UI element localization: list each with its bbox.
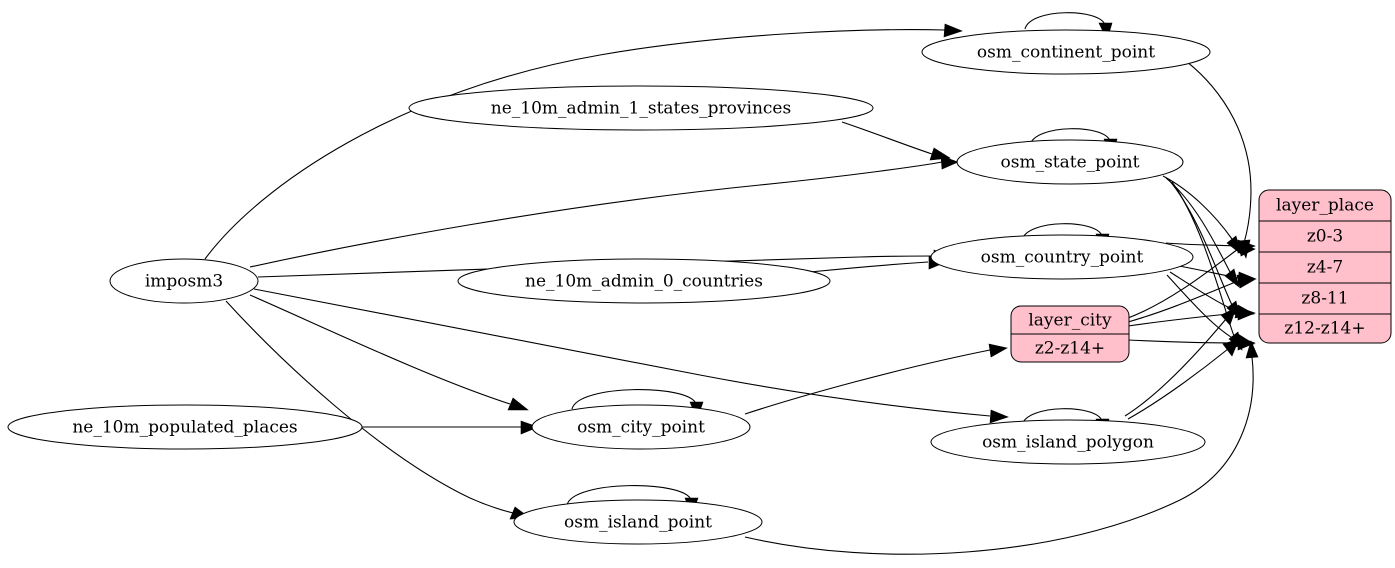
node-imposm3-label: imposm3	[145, 272, 223, 292]
edge-self-loop-osm-state-point	[1029, 128, 1111, 146]
node-osm-state-point[interactable]: osm_state_point	[956, 139, 1184, 185]
node-osm-state-point-shape[interactable]	[956, 139, 1184, 185]
arrowhead-ne-populated-to-osm-city-point	[520, 420, 539, 435]
node-osm-island-point-label: osm_island_point	[564, 513, 712, 533]
edge-osm-country-point-to-layer-place-z4-7	[1173, 264, 1239, 279]
node-osm-island-point[interactable]: osm_island_point	[513, 499, 763, 545]
edge-imposm3-to-osm-island-polygon	[253, 288, 991, 417]
edge-self-loop-osm-island-polygon	[1021, 408, 1103, 426]
edge-layer-city-to-layer-place-z0-3	[1127, 248, 1239, 319]
edge-osm-state-point-to-layer-place-z0-3	[1162, 175, 1233, 240]
node-osm-island-polygon-label: osm_island_polygon	[982, 433, 1154, 453]
edge-self-loop-osm-city-point	[571, 389, 697, 410]
record-layer-city-header-label: layer_city	[1028, 311, 1112, 331]
record-layer-place-row-z4-7-label: z4-7	[1307, 258, 1343, 278]
edge-imposm3-to-osm-city-point	[249, 294, 511, 405]
node-osm-country-point-shape[interactable]	[930, 234, 1194, 280]
arrowhead-imposm3-to-osm-island-polygon	[989, 409, 1009, 424]
arrowhead-osm-country-point-to-layer-place-z4-7	[1237, 271, 1257, 286]
edge-self-loop-osm-country-point	[1021, 223, 1103, 241]
edge-self-loop-osm-continent-point	[1024, 12, 1106, 30]
edge-imposm3-to-osm-island-point	[225, 300, 514, 514]
edge-layer-city-to-layer-place-z12-z14	[1127, 339, 1239, 344]
edge-osm-city-point-to-layer-city	[744, 349, 991, 415]
record-layer: layer_city z2-z14+ layer_place z0-3 z4-7…	[1010, 189, 1392, 363]
record-layer-place-row-z8-11-label: z8-11	[1301, 289, 1348, 309]
arrowhead-imposm3-to-osm-city-point	[507, 397, 529, 411]
arrowhead-osm-island-polygon-to-layer-place-z12-z14	[1222, 338, 1240, 357]
node-osm-continent-point-label: osm_continent_point	[977, 43, 1155, 63]
record-layer-place-row-z0-3-label: z0-3	[1307, 227, 1343, 247]
edge-self-loop-osm-island-point	[566, 485, 692, 506]
edge-osm-island-point-to-layer-place-z12-z14	[744, 356, 1254, 555]
node-osm-continent-point-shape[interactable]	[921, 29, 1211, 75]
edge-ne-countries-to-osm-country-point	[809, 261, 929, 273]
edge-osm-island-polygon-to-layer-place-z8-11	[1124, 318, 1227, 417]
record-layer-place-header-label: layer_place	[1276, 196, 1374, 216]
edge-imposm3-to-osm-state-point	[249, 161, 943, 268]
arrowhead-osm-country-point-to-layer-place-z0-3	[1237, 239, 1256, 254]
node-osm-continent-point[interactable]: osm_continent_point	[921, 29, 1211, 75]
arrowhead-osm-island-polygon-to-layer-place-z8-11	[1220, 307, 1237, 326]
edge-osm-state-point-to-layer-place-z8-11	[1168, 179, 1233, 306]
node-ne-10m-populated-places-shape[interactable]	[7, 404, 363, 450]
node-osm-city-point-shape[interactable]	[531, 404, 751, 450]
node-osm-island-point-shape[interactable]	[513, 499, 763, 545]
edge-osm-country-point-to-layer-place-z0-3	[1165, 242, 1239, 247]
arrowhead-ne-states-to-osm-state-point	[929, 147, 951, 161]
node-ne-10m-admin-0-countries-label: ne_10m_admin_0_countries	[525, 272, 763, 292]
node-ne-10m-admin-1-states-provinces-label: ne_10m_admin_1_states_provinces	[491, 99, 791, 119]
record-layer-place-box[interactable]	[1258, 189, 1392, 344]
arrowhead-osm-island-point-to-layer-place-z12-z14	[1245, 340, 1259, 359]
node-ne-10m-populated-places[interactable]: ne_10m_populated_places	[7, 404, 363, 450]
node-osm-city-point[interactable]: osm_city_point	[531, 404, 751, 450]
arrowhead-imposm3-to-osm-state-point	[940, 155, 959, 170]
node-osm-country-point-label: osm_country_point	[981, 248, 1144, 268]
record-layer-city-row-z2-z14-label: z2-z14+	[1035, 339, 1105, 359]
arrowhead-osm-city-point-to-layer-city	[988, 343, 1008, 358]
edge-osm-island-polygon-to-layer-place-z12-z14	[1127, 348, 1229, 420]
node-imposm3[interactable]: imposm3	[109, 258, 259, 304]
record-layer-place-row-z12-z14-label: z12-z14+	[1284, 319, 1365, 339]
node-ne-10m-admin-1-states-provinces[interactable]: ne_10m_admin_1_states_provinces	[408, 85, 874, 131]
edge-osm-country-point-to-layer-place-z8-11	[1169, 271, 1237, 312]
node-osm-country-point[interactable]: osm_country_point	[930, 234, 1194, 280]
edge-imposm3-to-osm-continent-point	[204, 29, 946, 260]
node-ne-10m-admin-0-countries-shape[interactable]	[457, 258, 831, 304]
node-ne-10m-admin-1-states-provinces-shape[interactable]	[408, 85, 874, 131]
arrowhead-osm-country-point-to-layer-place-z8-11	[1234, 304, 1255, 319]
node-osm-state-point-label: osm_state_point	[1001, 153, 1140, 173]
node-osm-city-point-label: osm_city_point	[577, 418, 705, 438]
node-osm-island-polygon[interactable]: osm_island_polygon	[930, 419, 1206, 465]
edge-layer-city-to-layer-place-z4-7	[1127, 280, 1239, 323]
arrowhead-imposm3-to-osm-continent-point	[943, 23, 963, 38]
edge-osm-country-point-to-layer-place-z12-z14	[1166, 274, 1237, 341]
edge-osm-continent-point-to-layer-place-z0-3	[1164, 46, 1252, 244]
record-layer-city[interactable]: layer_city z2-z14+	[1010, 305, 1130, 363]
node-imposm3-shape[interactable]	[109, 258, 259, 304]
edge-ne-states-to-osm-state-point	[841, 121, 933, 155]
record-layer-place[interactable]: layer_place z0-3 z4-7 z8-11 z12-z14+	[1258, 189, 1392, 344]
node-ne-10m-admin-0-countries[interactable]: ne_10m_admin_0_countries	[457, 258, 831, 304]
node-layer: imposm3 ne_10m_admin_1_states_provinces …	[7, 29, 1211, 545]
node-osm-island-polygon-shape[interactable]	[930, 419, 1206, 465]
node-ne-10m-populated-places-label: ne_10m_populated_places	[72, 418, 297, 438]
